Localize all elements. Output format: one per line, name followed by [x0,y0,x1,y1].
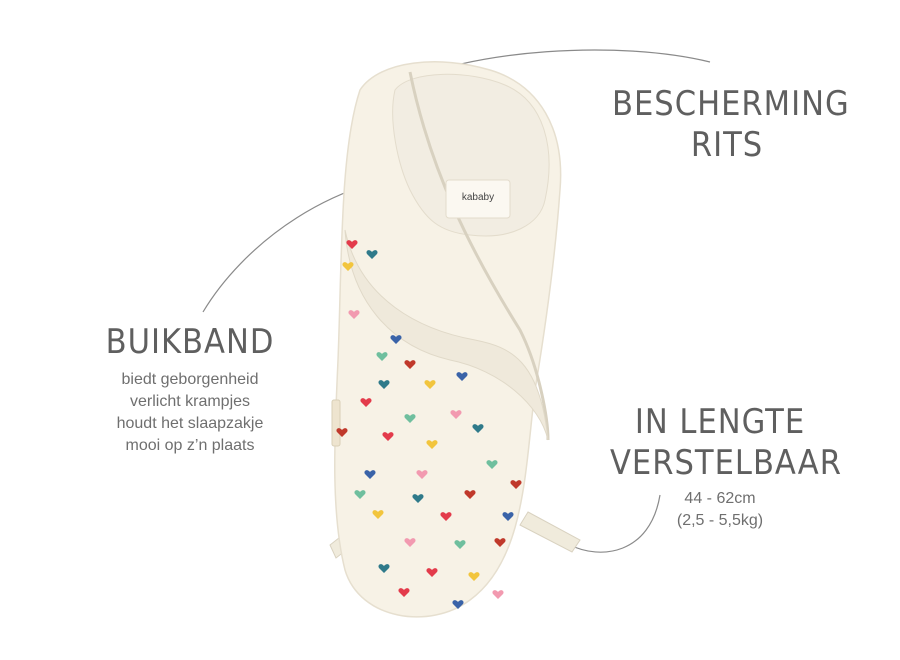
callout-buikband-description: biedt geborgenheid verlicht krampjes hou… [90,369,290,457]
protective-zipper [408,71,550,441]
heart-icon [502,512,514,521]
callout-lengte-line: 44 - 62cm [684,489,756,507]
logo-tag: kababy [445,179,511,219]
callout-buikband-line: mooi op z’n plaats [125,436,255,454]
heart-icon [336,428,348,437]
heart-icon [354,490,366,499]
callout-bescherming-title-line2: RITS [690,124,764,165]
heart-icon [404,414,416,423]
heart-icon [378,380,390,389]
callout-bescherming-title-line1: BESCHERMING [612,84,850,124]
heart-icon [342,262,354,271]
heart-icon [468,572,480,581]
heart-icon [404,360,416,369]
callout-lengte: IN LENGTE VERSTELBAAR 44 - 62cm (2,5 - 5… [610,402,842,532]
callout-lengte-description: 44 - 62cm (2,5 - 5,5kg) [640,488,800,532]
callout-lengte-title-line1: IN LENGTE [634,402,806,442]
heart-icon [450,410,462,419]
heart-icon [390,335,402,344]
heart-icon [382,432,394,441]
heart-icon [398,588,410,597]
adjustment-strap-right [519,511,581,553]
heart-icon [404,538,416,547]
heart-icon [416,470,428,479]
heart-icon [376,352,388,361]
heart-icon [494,538,506,547]
logo-text: kababy [462,192,494,203]
heart-icon [366,250,378,259]
callout-buikband: BUIKBAND biedt geborgenheid verlicht kra… [90,322,290,457]
heart-icon [456,372,468,381]
heart-icon [378,564,390,573]
heart-icon [424,380,436,389]
heart-icon [440,512,452,521]
heart-icon [360,398,372,407]
heart-icon [492,590,504,599]
callout-buikband-title: BUIKBAND [105,322,275,362]
heart-icon [364,470,376,479]
heart-icon [454,540,466,549]
heart-icon [452,600,464,609]
heart-pattern [336,240,522,609]
heart-icon [472,424,484,433]
callout-bescherming: BESCHERMING RITS [612,84,850,166]
heart-icon [426,440,438,449]
heart-icon [372,510,384,519]
callout-lengte-title-line2: VERSTELBAAR [610,442,842,483]
belly-band [344,229,549,441]
leader-line-lengte [569,494,661,553]
heart-icon [348,310,360,319]
heart-icon [510,480,522,489]
heart-icon [412,494,424,503]
heart-icon [486,460,498,469]
side-tag [331,399,341,447]
callout-buikband-line: verlicht krampjes [129,392,251,410]
heart-icon [346,240,358,249]
heart-icon [426,568,438,577]
callout-lengte-line: (2,5 - 5,5kg) [676,511,764,529]
callout-buikband-line: biedt geborgenheid [121,370,259,388]
heart-icon [464,490,476,499]
callout-buikband-line: houdt het slaapzakje [116,414,264,432]
